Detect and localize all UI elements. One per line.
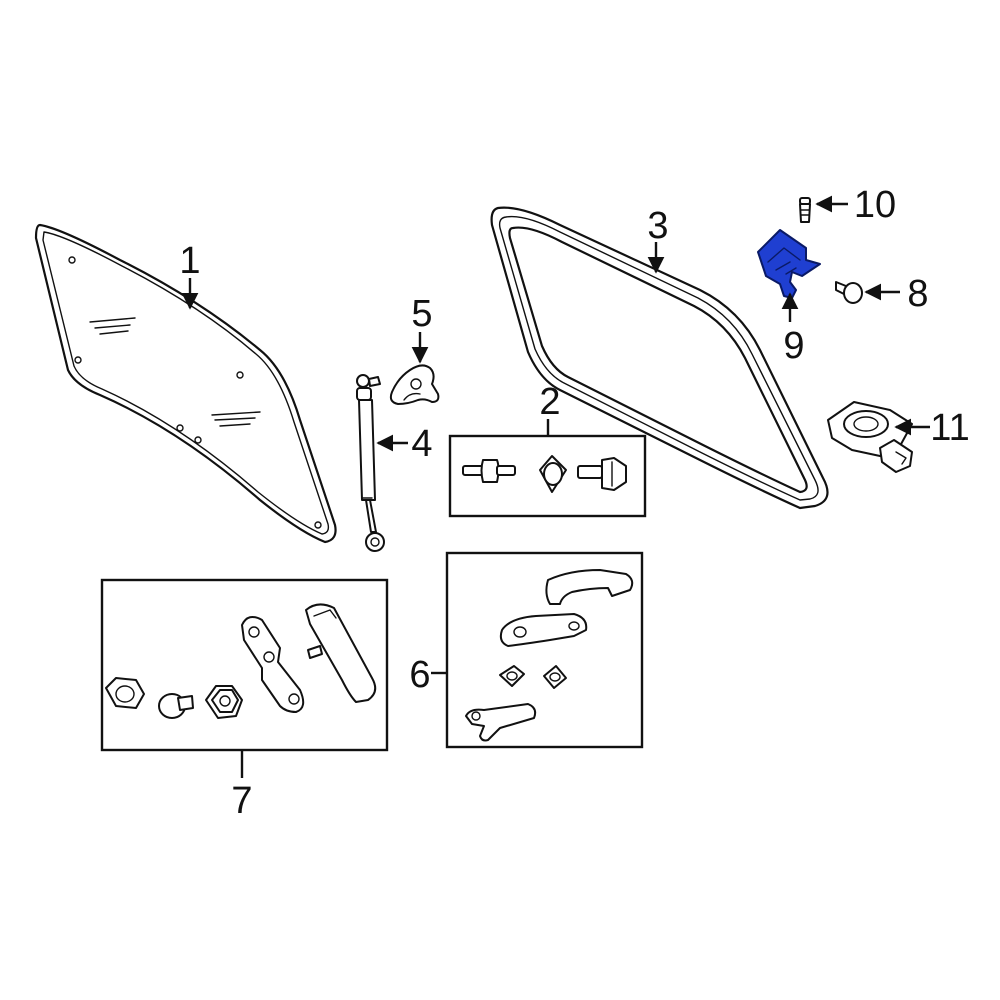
part-3-weatherstrip[interactable] (490, 206, 829, 510)
part-7-hinge-kit-box[interactable] (100, 578, 389, 752)
part-5-bracket[interactable] (389, 364, 440, 405)
callout-8: 8 (907, 273, 928, 315)
part-10-bolt[interactable] (799, 197, 811, 223)
stud-7b (158, 693, 194, 719)
part-4-gas-strut[interactable] (356, 374, 385, 552)
callout-5: 5 (411, 293, 432, 335)
callout-7: 7 (231, 780, 252, 822)
stud-bolt (462, 459, 516, 483)
part-11-lamp[interactable] (827, 401, 913, 473)
part-9-latch-highlighted[interactable] (757, 229, 821, 299)
hinge-body-7e (305, 603, 377, 703)
callout-1: 1 (179, 240, 200, 282)
hinge-plate-7d (241, 615, 305, 713)
callout-4: 4 (411, 423, 432, 465)
part-1-glass[interactable] (34, 223, 337, 544)
clip-6c (499, 665, 525, 687)
callout-11: 11 (930, 407, 969, 449)
callout-2: 2 (539, 381, 560, 423)
clip-6d (543, 665, 567, 689)
clip-nut (539, 455, 567, 493)
part-8-clip[interactable] (835, 281, 863, 304)
callout-3: 3 (647, 205, 668, 247)
callout-labels: 1 2 3 4 5 6 7 8 9 10 11 (179, 184, 969, 822)
flange-nut-7c (205, 685, 243, 719)
strap-6e (465, 703, 537, 742)
callout-9: 9 (783, 325, 804, 367)
plate-6b (499, 613, 588, 647)
part-2-kit-box[interactable] (448, 434, 647, 518)
hex-bolt (577, 457, 627, 491)
callout-leaders (181, 195, 930, 778)
callout-6: 6 (409, 654, 430, 696)
callout-10: 10 (854, 184, 896, 226)
hex-nut-7a (105, 677, 145, 709)
part-6-hinge-kit-box[interactable] (445, 551, 644, 749)
cover-6a (545, 569, 634, 605)
